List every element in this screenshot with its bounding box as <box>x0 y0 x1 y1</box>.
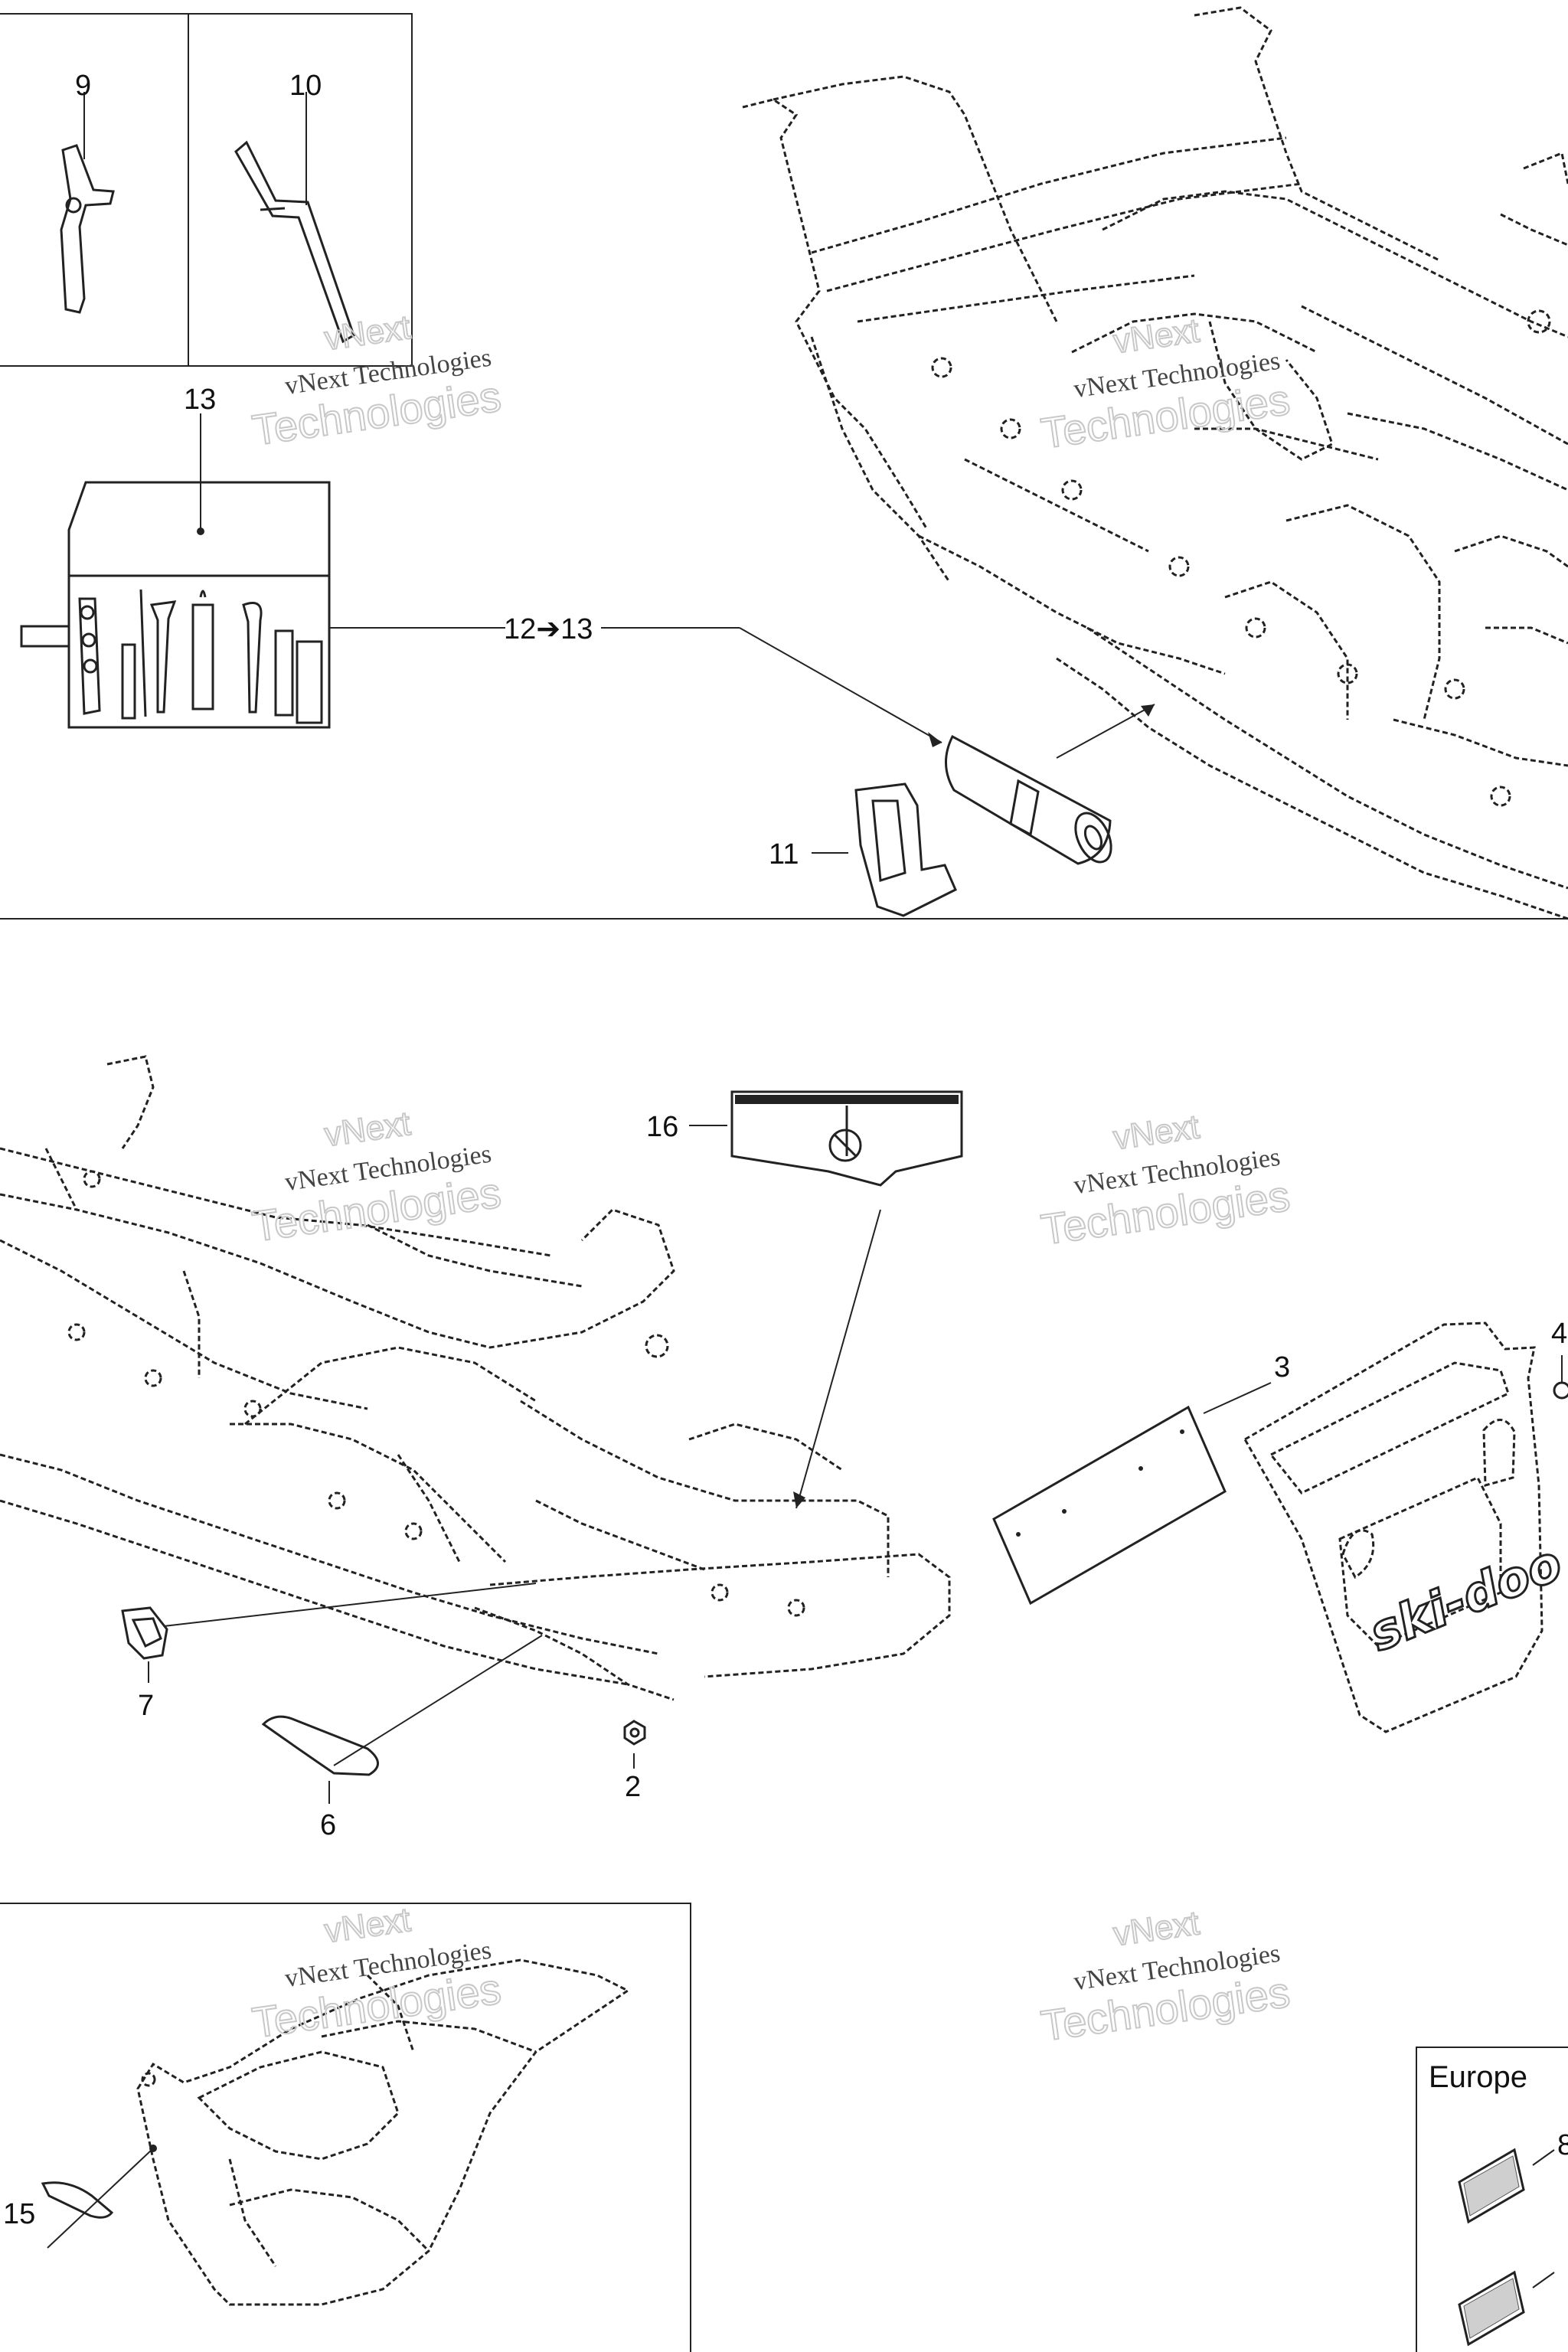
europe-label: Europe <box>1429 2060 1527 2094</box>
part-15-decal: 15 <box>3 2145 157 2249</box>
part-2-nut: 2 <box>623 1720 646 1803</box>
part-9-bracket: 9 <box>60 70 115 314</box>
callout-6: 6 <box>320 1809 336 1841</box>
flap-logo: ski-doo <box>1362 1535 1568 1663</box>
watermark-4: vNext vNext Technologies Technologies <box>1037 1107 1293 1254</box>
tool-parts-box <box>0 13 413 367</box>
part-16-warning-decal: WARNING AVERTISSEMENT 16 <box>646 1090 963 1509</box>
callout-3: 3 <box>1274 1351 1290 1383</box>
svg-text:vNext: vNext <box>322 1105 413 1154</box>
svg-text:vNext: vNext <box>322 1901 413 1950</box>
bottom-left-box <box>0 1903 691 2352</box>
part-3-plate: 3 <box>992 1351 1290 1606</box>
part-tool-tube <box>945 704 1155 865</box>
svg-text:vNext: vNext <box>1111 1904 1201 1953</box>
part-4-fastener: 4 <box>1551 1318 1568 1400</box>
callout-11: 11 <box>769 838 799 871</box>
part-11-holder: 11 <box>769 782 957 917</box>
watermark-1: vNext vNext Technologies Technologies <box>249 308 505 455</box>
chassis-frame-top <box>742 6 1568 920</box>
belly-pan <box>136 1958 630 2306</box>
watermark-6: vNext vNext Technologies Technologies <box>1037 1903 1293 2050</box>
callout-7: 7 <box>138 1690 154 1722</box>
svg-text:vNext: vNext <box>322 309 413 358</box>
callout-15: 15 <box>3 2198 35 2230</box>
part-6-decal: 6 <box>261 1635 543 1841</box>
callout-10: 10 <box>289 70 322 102</box>
callout-2: 2 <box>625 1771 641 1803</box>
callout-8: 8 <box>1557 2129 1568 2161</box>
reflector-lower <box>1458 2270 1555 2347</box>
chassis-frame-middle <box>0 1055 951 1701</box>
svg-text:vNext: vNext <box>1111 312 1201 361</box>
watermark-5: vNext vNext Technologies Technologies <box>249 1900 505 2047</box>
part-13-tool-kit: 13 12➔13 <box>20 384 942 747</box>
part-10-rod: 10 <box>234 70 355 344</box>
callout-16: 16 <box>646 1111 678 1143</box>
decal-avertissement-title: AVERTISSEMENT <box>888 1096 952 1105</box>
callout-4: 4 <box>1551 1318 1567 1350</box>
snow-flap: ski-doo <box>1243 1321 1568 1733</box>
callout-9: 9 <box>75 70 91 102</box>
callout-13: 13 <box>184 384 216 416</box>
europe-inset: Europe 8 <box>1416 2047 1568 2352</box>
watermark-2: vNext vNext Technologies Technologies <box>1037 311 1293 458</box>
watermark-3: vNext vNext Technologies Technologies <box>249 1104 505 1251</box>
reflector-upper <box>1458 2148 1555 2224</box>
svg-text:vNext: vNext <box>1111 1108 1201 1157</box>
callout-12-13: 12➔13 <box>504 613 593 645</box>
decal-warning-title: WARNING <box>766 1096 803 1105</box>
part-7-clip: 7 <box>121 1583 537 1722</box>
